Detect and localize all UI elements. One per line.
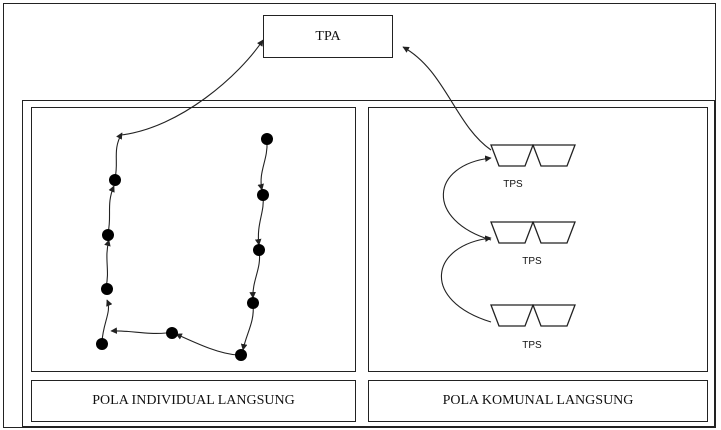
collection-point: [261, 133, 273, 145]
tps-label-3: TPS: [522, 340, 542, 351]
collection-point: [96, 338, 108, 350]
collection-points: [96, 133, 273, 361]
trash-bin-icon: [532, 304, 576, 327]
tps-label-2: TPS: [522, 256, 542, 267]
tpa-label: TPA: [315, 28, 341, 44]
tps2-to-tps1-arrow: [442, 155, 492, 241]
communal-pattern-caption: POLA KOMUNAL LANGSUNG: [442, 393, 634, 408]
trash-bin-icon: [490, 221, 534, 244]
trash-bin-icon: [532, 221, 576, 244]
tpa-box: TPA: [263, 15, 393, 58]
tps-bin-1: [490, 144, 576, 167]
tps-label-1: TPS: [503, 179, 523, 190]
collection-point: [257, 189, 269, 201]
collection-point: [101, 283, 113, 295]
collection-point: [166, 327, 178, 339]
individual-to-tpa-arrow: [120, 39, 264, 136]
communal-pattern-caption-box: POLA KOMUNAL LANGSUNG: [368, 380, 708, 422]
trash-bin-icon: [490, 144, 534, 167]
individual-pattern-caption-box: POLA INDIVIDUAL LANGSUNG: [31, 380, 356, 422]
tps-bin-3: [490, 304, 576, 327]
trash-bin-icon: [532, 144, 576, 167]
tps1-to-tpa-arrow: [402, 46, 492, 151]
collection-point: [253, 244, 265, 256]
collection-point: [235, 349, 247, 361]
collection-point: [109, 174, 121, 186]
tps-bin-2: [490, 221, 576, 244]
individual-pattern-panel: [31, 107, 356, 372]
trash-bin-icon: [490, 304, 534, 327]
individual-pattern-caption: POLA INDIVIDUAL LANGSUNG: [92, 393, 295, 408]
individual-route: [101, 132, 268, 356]
collection-point: [247, 297, 259, 309]
collection-point: [102, 229, 114, 241]
tps3-to-tps2-arrow: [440, 235, 492, 323]
